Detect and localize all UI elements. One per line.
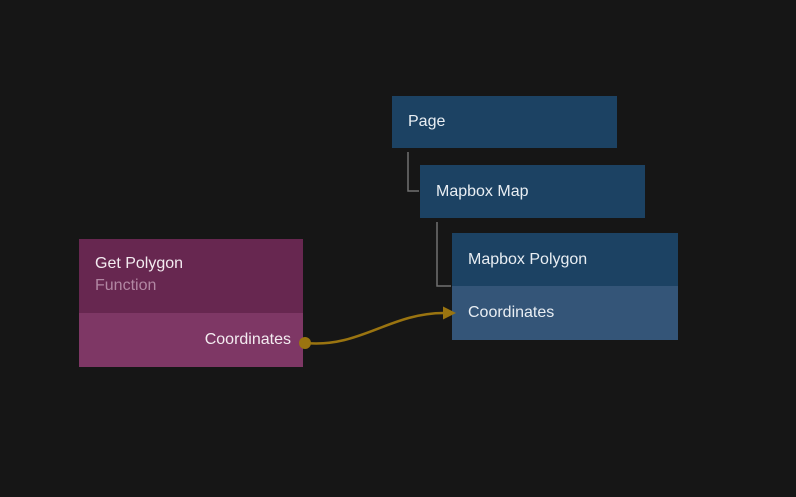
- node-page[interactable]: Page: [392, 96, 617, 148]
- node-mapbox-map-title: Mapbox Map: [436, 182, 529, 200]
- node-get-polygon-title: Get Polygon: [95, 255, 184, 272]
- node-mapbox-polygon-title: Mapbox Polygon: [468, 250, 588, 268]
- node-get-polygon[interactable]: Get Polygon Function Coordinates: [79, 239, 303, 367]
- node-mapbox-map[interactable]: Mapbox Map: [420, 165, 645, 218]
- node-page-header: Page: [392, 96, 617, 148]
- port-row-coordinates-input[interactable]: Coordinates: [452, 286, 678, 340]
- node-mapbox-map-header: Mapbox Map: [420, 165, 645, 218]
- wire-coordinates-connection[interactable]: [305, 311, 445, 345]
- node-get-polygon-subtitle: Function: [95, 277, 157, 294]
- node-get-polygon-header: Get Polygon Function: [79, 239, 303, 313]
- tree-connector-mapbox-map-to-mapbox-polygon: [436, 222, 451, 287]
- node-page-title: Page: [408, 113, 446, 130]
- port-coordinates-input-label: Coordinates: [468, 304, 555, 321]
- node-mapbox-polygon[interactable]: Mapbox Polygon Coordinates: [452, 233, 678, 340]
- tree-connector-page-to-mapbox-map: [407, 152, 419, 192]
- port-row-coordinates-output[interactable]: Coordinates: [79, 313, 303, 367]
- port-coordinates-output-label: Coordinates: [204, 331, 291, 348]
- node-mapbox-polygon-header: Mapbox Polygon: [452, 233, 678, 286]
